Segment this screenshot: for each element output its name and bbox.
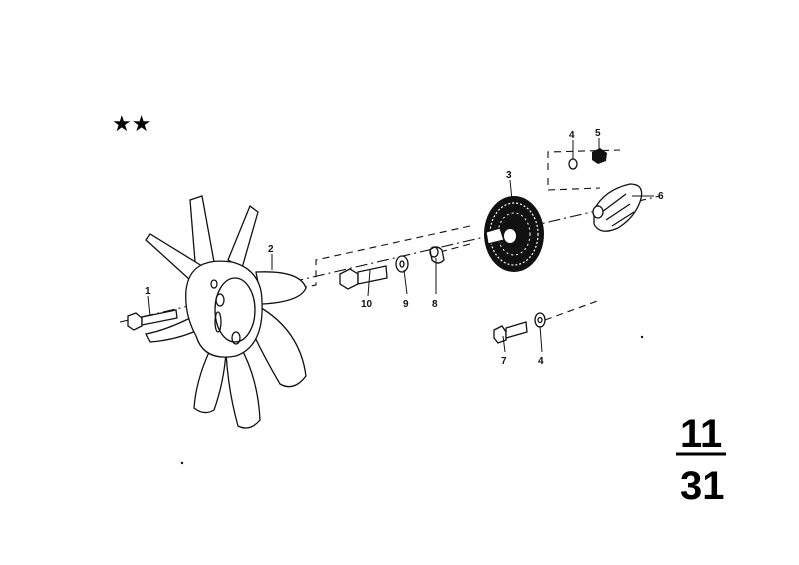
- callout-3: 3: [506, 170, 512, 181]
- callout-9: 9: [403, 299, 409, 310]
- assembly-guide-lines: [299, 149, 621, 321]
- flange-part-6: [592, 183, 643, 232]
- callout-5: 5: [595, 128, 601, 139]
- callout-8: 8: [432, 299, 438, 310]
- fan-blade: [145, 317, 199, 343]
- fan-blade-assembly: [145, 195, 307, 429]
- fan-blade: [193, 349, 227, 414]
- callout-4-upper: 4: [569, 130, 575, 141]
- speck: [180, 461, 184, 465]
- washer-part-4-lower: [534, 312, 546, 328]
- fan-blade: [245, 305, 307, 388]
- washer-part-4-upper: [568, 158, 578, 170]
- spacer-part-8: [429, 246, 445, 264]
- fan-blade: [225, 345, 261, 429]
- fan-blade: [255, 271, 307, 305]
- callout-4-lower: 4: [538, 356, 544, 367]
- fan-hub-ring: [214, 277, 256, 343]
- washer-part-9: [395, 255, 409, 273]
- group-number-bottom: 31: [680, 464, 725, 508]
- callouts: 1 2 3 4 5 6 10 9 8 7 4: [145, 128, 664, 367]
- callout-6: 6: [658, 191, 664, 202]
- viscous-coupling-part-3: [484, 196, 544, 272]
- callout-2: 2: [268, 244, 274, 255]
- group-number: 11 31: [676, 412, 726, 508]
- bolt-part-10: [339, 265, 388, 290]
- bolt-part-1: [127, 309, 178, 331]
- fan-blade: [227, 204, 259, 269]
- callout-7: 7: [501, 356, 507, 367]
- callout-1: 1: [145, 286, 151, 297]
- group-number-top: 11: [680, 412, 722, 456]
- callout-10: 10: [361, 299, 373, 310]
- nut-part-5: [592, 148, 607, 164]
- leader-lines: [147, 138, 654, 353]
- bolt-part-7: [493, 321, 528, 344]
- stars-symbol: ★★: [112, 112, 151, 137]
- speck: [640, 335, 644, 339]
